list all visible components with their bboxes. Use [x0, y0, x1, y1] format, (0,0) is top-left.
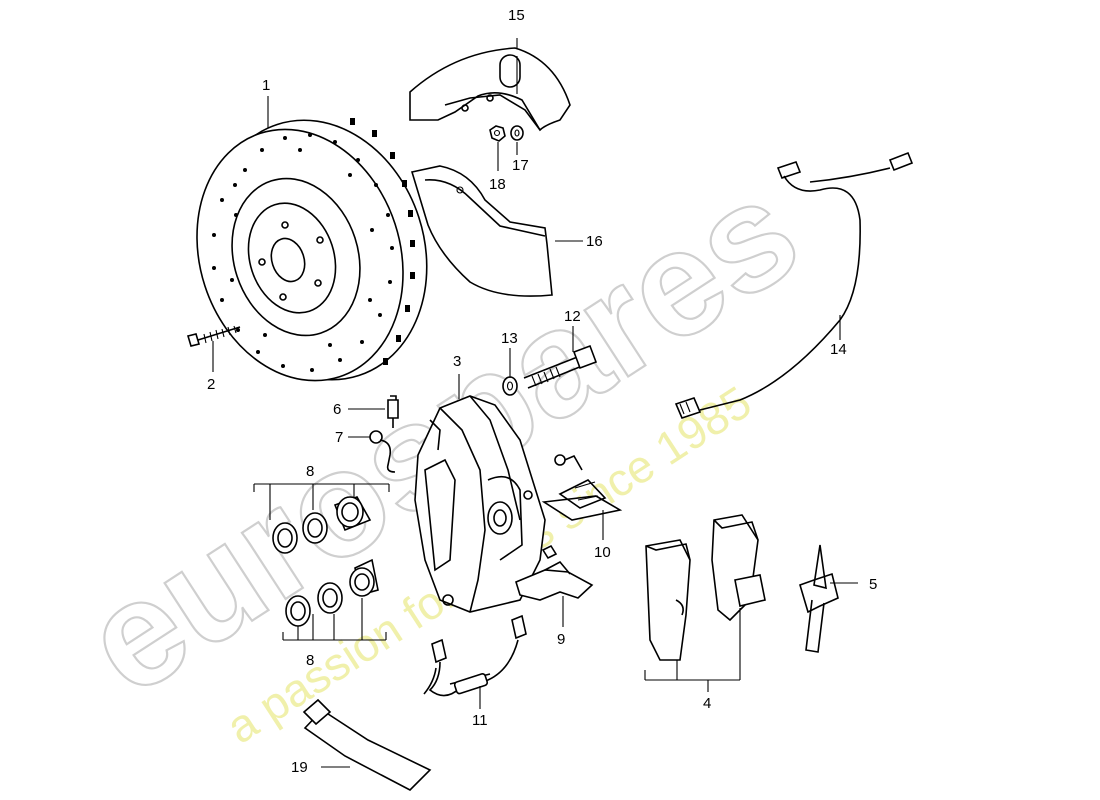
- callout-16: 16: [586, 233, 603, 250]
- callout-8-top: 8: [306, 463, 314, 480]
- callout-11: 11: [472, 712, 488, 729]
- callout-7: 7: [335, 429, 343, 446]
- brake-pad-set[interactable]: [645, 514, 766, 661]
- brake-caliper[interactable]: [414, 395, 546, 613]
- disc-drill-holes: [212, 133, 394, 372]
- callout-9: 9: [557, 631, 565, 648]
- brake-disc[interactable]: [165, 92, 459, 409]
- callout-15: 15: [508, 7, 525, 24]
- splash-shield-upper[interactable]: [409, 47, 571, 132]
- disc-vent-slots: [350, 118, 415, 365]
- callout-19: 19: [291, 759, 308, 776]
- callout-12: 12: [564, 308, 581, 325]
- paste-tube[interactable]: [302, 698, 432, 791]
- bleeder-cap[interactable]: [369, 430, 396, 473]
- callout-2: 2: [207, 376, 215, 393]
- callout-13: 13: [501, 330, 518, 347]
- callout-17: 17: [512, 157, 529, 174]
- callout-numbers: 1 2 3 4 5 6 7 8 8 9 10 11 12 13 14 15 16…: [207, 7, 877, 776]
- spring-clip[interactable]: [799, 544, 839, 653]
- callout-10: 10: [594, 544, 611, 561]
- screw[interactable]: [186, 325, 241, 347]
- spring-plate[interactable]: [515, 544, 594, 601]
- nut[interactable]: [489, 125, 506, 142]
- washer[interactable]: [510, 125, 524, 141]
- wear-sensor[interactable]: [674, 151, 914, 419]
- callout-3: 3: [453, 353, 461, 370]
- callout-8-bottom: 8: [306, 652, 314, 669]
- callout-5: 5: [869, 576, 877, 593]
- piston-seal-set[interactable]: [272, 496, 379, 627]
- callout-6: 6: [333, 401, 341, 418]
- callout-1: 1: [262, 77, 270, 94]
- callout-14: 14: [830, 341, 847, 358]
- callout-lines: [212, 38, 858, 768]
- callout-18: 18: [489, 176, 506, 193]
- callout-4: 4: [703, 695, 711, 712]
- washer-small[interactable]: [502, 376, 518, 396]
- bleeder-valve[interactable]: [387, 395, 399, 428]
- bolt[interactable]: [523, 344, 598, 389]
- retaining-plate[interactable]: [541, 454, 623, 521]
- brake-hose[interactable]: [423, 614, 527, 697]
- splash-shield-lower[interactable]: [410, 165, 553, 297]
